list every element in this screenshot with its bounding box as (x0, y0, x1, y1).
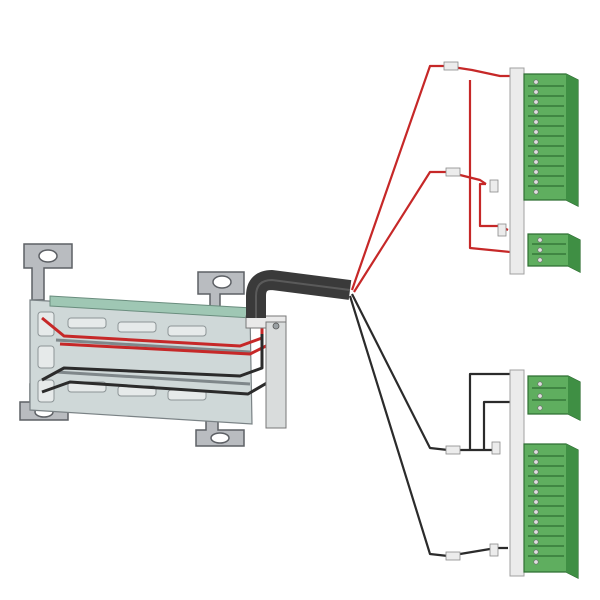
busbar-assembly-icon (19, 243, 287, 447)
terminal-connector-icon (523, 73, 579, 207)
lower-connector-group (509, 369, 581, 579)
terminal-connector-icon (527, 233, 581, 273)
busbar-back-plate (29, 299, 253, 425)
terminal-connector-icon (527, 375, 581, 421)
upper-connector-group (509, 67, 581, 275)
rail-strip-lower (509, 369, 525, 577)
busbar-terminal-block (245, 315, 287, 429)
black-wire-bundle (348, 293, 523, 558)
red-wire-bundle (350, 64, 522, 293)
terminal-connector-icon (523, 443, 579, 579)
multicore-cable-icon (246, 270, 352, 318)
rail-strip-upper (509, 67, 525, 275)
